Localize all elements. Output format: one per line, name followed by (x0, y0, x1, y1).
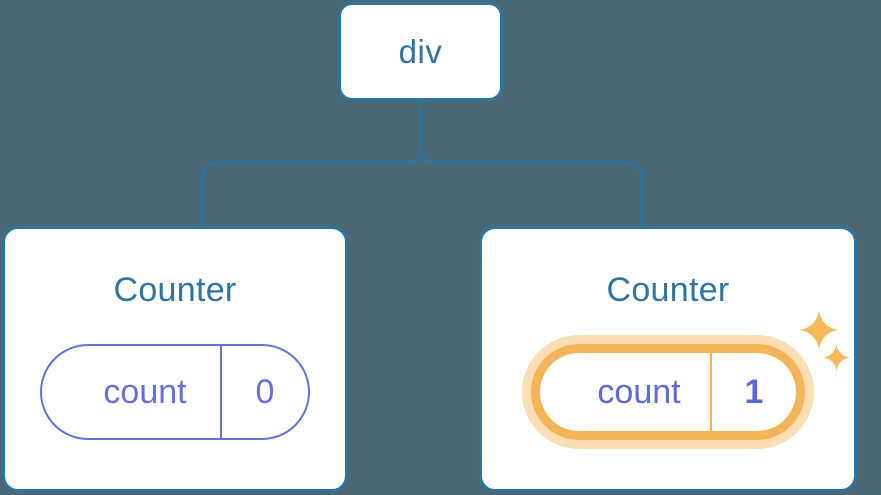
state-pill[interactable]: count 0 (40, 344, 310, 440)
state-value: 0 (220, 346, 308, 438)
state-key: count (103, 372, 187, 411)
sparkle-group (797, 310, 857, 388)
component-title: Counter (606, 271, 730, 309)
state-pill-wrapper: count 1 (531, 310, 850, 440)
state-pill-wrapper: count 0 (40, 344, 310, 440)
root-node-label: div (398, 32, 443, 70)
component-card-counter-left[interactable]: Counter count 0 (2, 226, 348, 492)
state-pill-highlighted[interactable]: count 1 (531, 344, 805, 440)
sparkle-small-icon (823, 344, 850, 371)
component-title: Counter (113, 271, 237, 309)
component-card-counter-right[interactable]: Counter count 1 (479, 226, 857, 492)
state-key: count (597, 372, 681, 411)
root-node-div[interactable]: div (338, 2, 503, 101)
sparkle-large-icon (799, 310, 839, 350)
state-value: 1 (710, 353, 796, 431)
